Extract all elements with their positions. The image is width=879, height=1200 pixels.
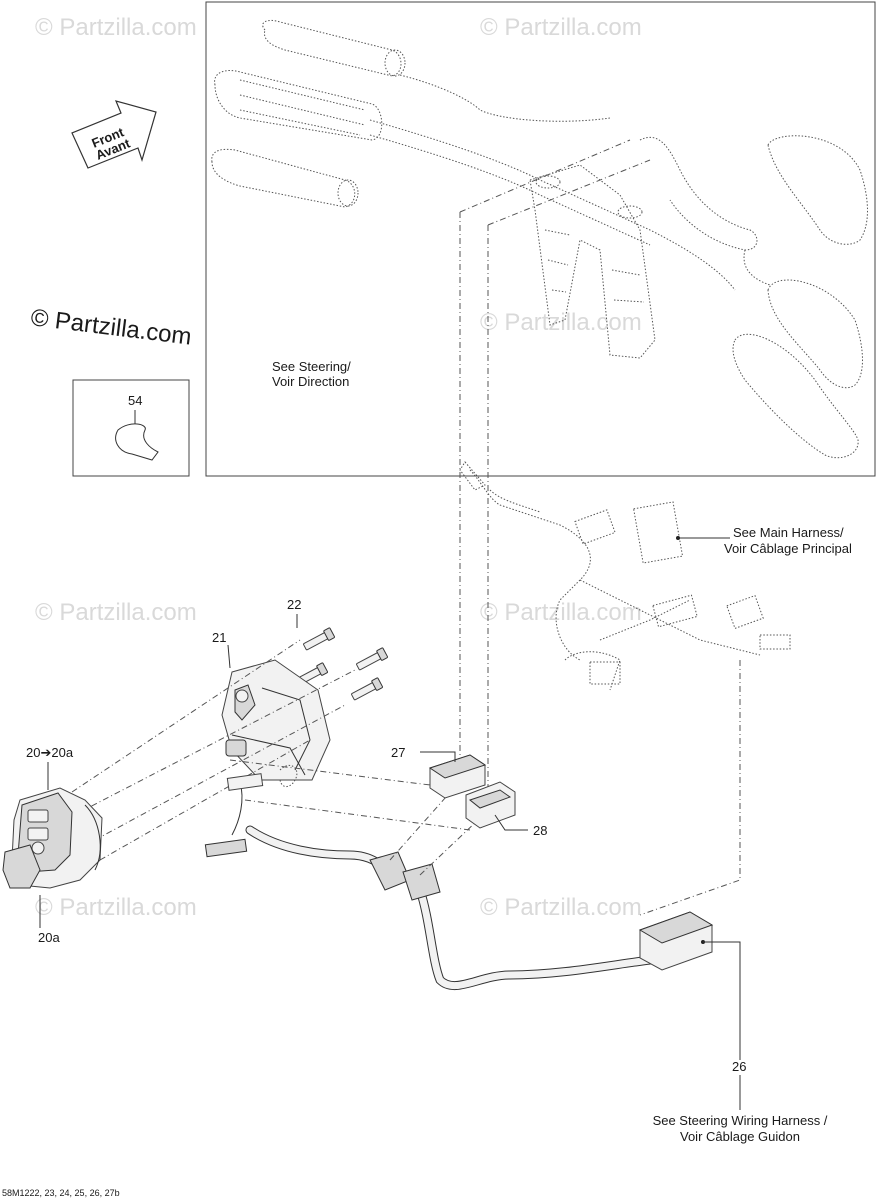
part-27-connector [428,754,487,799]
leader-26 [703,941,741,1060]
align-line-3 [94,704,346,841]
main-harness-point [676,536,680,540]
align-line-5 [229,759,471,791]
leader-riser-a [459,139,631,213]
steering-assembly [211,19,868,459]
callout-28: 28 [533,823,547,838]
watermark-6: © Partzilla.com [35,894,197,921]
leader-27 [420,751,456,762]
callout-54: 54 [128,393,142,408]
watermark-7: © Partzilla.com [480,894,642,921]
callout-21: 21 [212,630,226,645]
note-steering-wiring-line1: See Steering Wiring Harness / [653,1113,828,1128]
callout-20a: 20a [38,930,60,945]
note-steering-wiring-line2: Voir Câblage Guidon [680,1129,800,1144]
main-harness [459,461,791,691]
watermark-dark: © Partzilla.com [29,304,193,351]
spring-clip [279,765,298,787]
note-main-harness-line1: See Main Harness/ [733,525,844,540]
part-20-switch [2,787,103,889]
leader-riser-b [487,159,651,226]
watermark-4: © Partzilla.com [35,599,197,626]
leader-harness-26 [639,660,741,916]
steering-reference-box [205,1,876,477]
watermark-2: © Partzilla.com [480,14,642,41]
watermark-5: © Partzilla.com [480,599,642,626]
part-28-connector [465,781,516,829]
align-line-4 [99,739,311,861]
callout-22: 22 [287,597,301,612]
part-54-clip [115,410,159,461]
part-54-box [72,379,190,477]
watermarks: © Partzilla.com © Partzilla.com © Partzi… [35,14,642,921]
watermark-1: © Partzilla.com [35,14,197,41]
leader-28 [494,814,528,831]
align-line-6 [244,799,471,831]
steering-wiring-harness [204,769,714,991]
leader-21 [227,644,231,669]
note-steering-line2: Voir Direction [272,374,349,389]
watermark-3: © Partzilla.com [480,309,642,336]
note-main-harness-line2: Voir Câblage Principal [724,541,852,556]
diagram-reference: 58M1222, 23, 24, 25, 26, 27b [2,1188,120,1198]
callout-27: 27 [391,745,405,760]
callout-20: 20➔20a [26,745,74,760]
front-arrow-icon: Front Avant [71,100,157,169]
part-21-cover [221,659,331,781]
note-steering-line1: See Steering/ [272,359,351,374]
callout-26: 26 [732,1059,746,1074]
